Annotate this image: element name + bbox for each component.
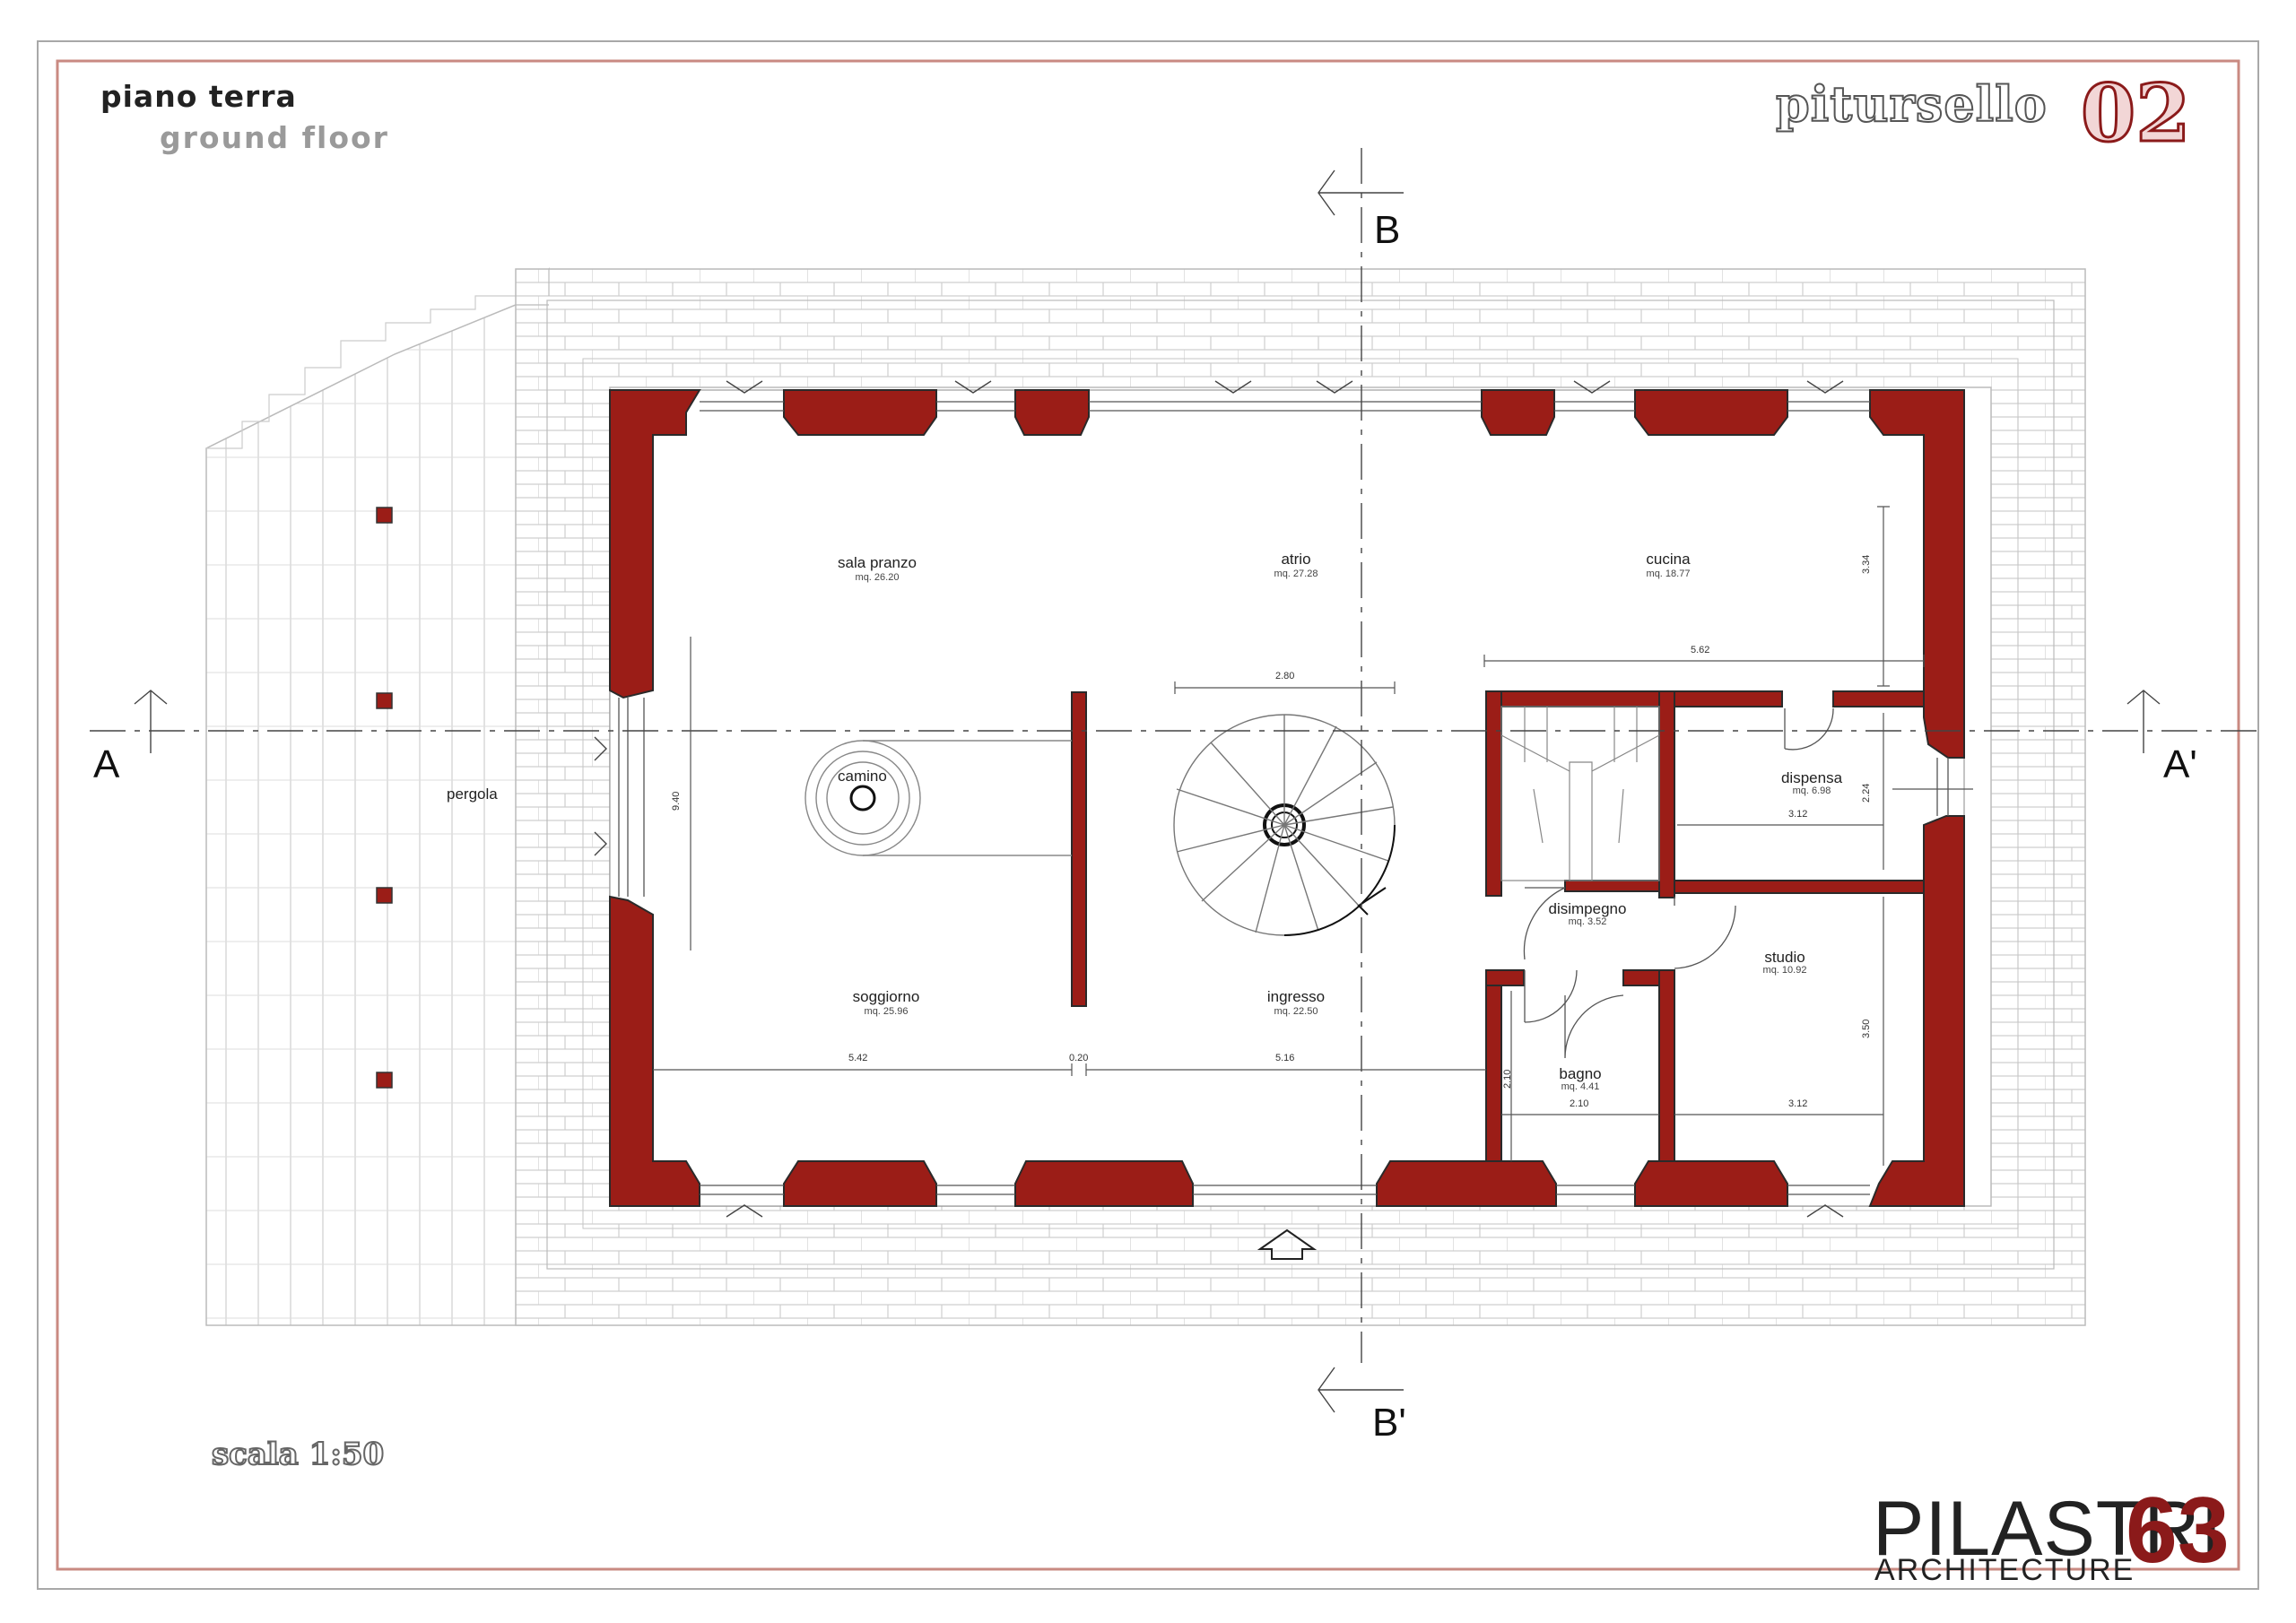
dimension-2-10-horizontal: 2.10 [1570,1098,1589,1109]
dimension-3-12-lower: 3.12 [1788,1098,1808,1109]
dimension-3-50: 3.50 [1861,1019,1872,1038]
room-area-studio: mq. 10.92 [1762,965,1807,976]
brand-logo-sub: ARCHITECTURE [1874,1553,2135,1587]
brand-logo-main: PILASTRI [1873,1486,2223,1572]
terrace-second-outline [582,358,2019,1229]
dimension-5-62: 5.62 [1691,645,1710,655]
label-pergola: pergola [447,785,498,803]
dimension-9-40: 9.40 [671,791,682,811]
room-name-ingresso: ingresso [1266,988,1326,1005]
fireplace [804,740,1072,856]
project-number: 02 [2079,65,2191,161]
room-name-disimpegno: disimpegno [1548,900,1627,917]
scale-label: scala 1:50 [211,1436,385,1473]
label-camino: camino [838,768,887,785]
section-label-a-prime: A' [2163,742,2197,786]
dimension-2-24: 2.24 [1861,783,1872,803]
pergola-stepped-edge [206,295,516,449]
pergola-posts [376,507,393,1089]
dimension-5-16: 5.16 [1275,1053,1295,1063]
project-name: pitursello [1775,74,2048,134]
room-area-soggiorno: mq. 25.96 [864,1006,909,1017]
section-label-a: A [93,742,120,786]
room-name-atrio: atrio [1281,551,1311,568]
room-area-sala-pranzo: mq. 26.20 [855,572,900,583]
brand-logo-number: 63 [2126,1479,2230,1583]
dimension-lines [653,506,1925,1166]
room-name-dispensa: dispensa [1780,769,1843,786]
spiral-staircase [1173,714,1396,936]
room-name-sala-pranzo: sala pranzo [838,554,917,571]
room-area-atrio: mq. 27.28 [1274,568,1318,579]
room-area-dispensa: mq. 6.98 [1792,785,1831,796]
title-english: ground floor [160,120,389,155]
room-area-bagno: mq. 4.41 [1561,1081,1600,1092]
room-name-studio: studio [1764,949,1805,966]
dimension-3-34: 3.34 [1861,554,1872,574]
dimension-3-12-upper: 3.12 [1788,809,1808,820]
room-area-ingresso: mq. 22.50 [1274,1006,1318,1017]
section-label-b-prime: B' [1372,1401,1406,1445]
inner-frame [56,59,2240,1571]
room-name-cucina: cucina [1646,551,1691,568]
title-italian: piano terra [100,79,297,114]
openings [618,401,1973,1195]
dimension-0-20: 0.20 [1069,1053,1089,1063]
outer-frame [37,40,2259,1590]
service-stair [1500,706,1660,881]
room-area-disimpegno: mq. 3.52 [1568,916,1607,927]
terrace-inner-outline [546,299,2055,1270]
dimension-2-10-vertical: 2.10 [1502,1069,1513,1089]
room-name-bagno: bagno [1559,1065,1602,1082]
room-name-soggiorno: soggiorno [852,988,920,1005]
room-area-cucina: mq. 18.77 [1646,568,1691,579]
building-interior [609,389,1965,1207]
dimension-2-80: 2.80 [1275,671,1295,681]
section-label-b: B [1374,208,1401,252]
section-lines [90,148,2260,1413]
terrace-upper-step [516,269,550,306]
dimension-5-42: 5.42 [848,1053,868,1063]
walls [609,389,1965,1207]
